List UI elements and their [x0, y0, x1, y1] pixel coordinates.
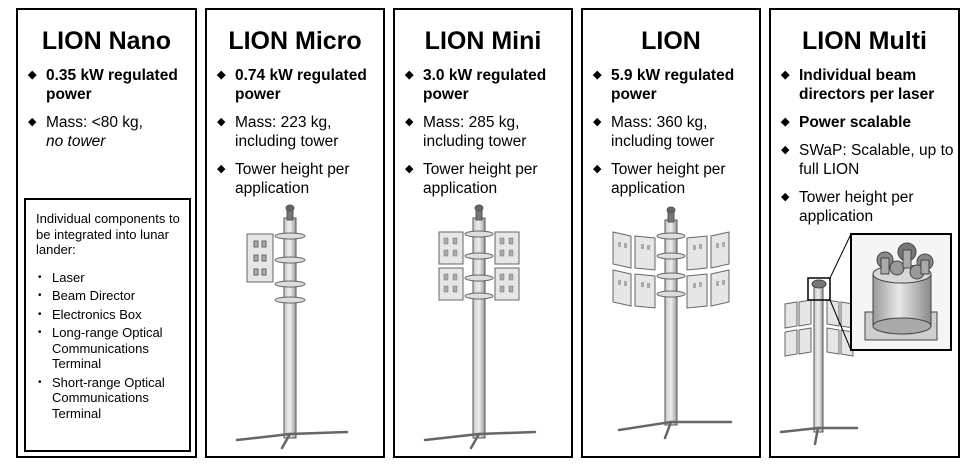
panel-lion: LION 5.9 kW regulated power Mass: 360 kg… — [581, 8, 761, 458]
panel-lion-multi: LION Multi Individual beam directors per… — [769, 8, 960, 458]
components-list: Laser Beam Director Electronics Box Long… — [36, 270, 181, 422]
spec-power: 3.0 kW regulated power — [405, 66, 567, 104]
panel-title: LION Mini — [424, 27, 542, 55]
spec-power: 5.9 kW regulated power — [593, 66, 755, 104]
spec-list: 5.9 kW regulated power Mass: 360 kg, inc… — [593, 66, 755, 207]
spec-power: 0.35 kW regulated power — [28, 66, 191, 104]
spec-list: 0.35 kW regulated power Mass: <80 kg, no … — [28, 66, 191, 160]
component-item: Long-range Optical Communications Termin… — [36, 325, 181, 372]
spec-mass: Mass: <80 kg, no tower — [28, 113, 191, 151]
component-item: Electronics Box — [36, 307, 181, 323]
spec-list: 0.74 kW regulated power Mass: 223 kg, in… — [217, 66, 379, 207]
spec-power-scalable: Power scalable — [781, 113, 954, 132]
panel-lion-mini: LION Mini 3.0 kW regulated power Mass: 2… — [393, 8, 573, 458]
panel-title: LION Multi — [802, 27, 927, 55]
tower-diagram-icon — [612, 206, 733, 440]
spec-tower: Tower height per application — [781, 188, 954, 226]
tower-diagram-icon — [423, 204, 537, 450]
spec-mass: Mass: 360 kg, including tower — [593, 113, 755, 151]
panel-title: LION — [641, 27, 701, 55]
spec-tower: Tower height per application — [593, 160, 755, 198]
spec-mass-note: no tower — [46, 133, 106, 150]
components-intro: Individual components to be integrated i… — [36, 211, 180, 257]
spec-tower: Tower height per application — [405, 160, 567, 198]
spec-beam-directors: Individual beam directors per laser — [781, 66, 954, 104]
spec-mass-text: Mass: <80 kg, — [46, 114, 143, 131]
spec-list: Individual beam directors per laser Powe… — [781, 66, 954, 235]
spec-swap: SWaP: Scalable, up to full LION — [781, 141, 954, 179]
tower-diagram-icon — [235, 204, 349, 450]
component-item: Beam Director — [36, 288, 181, 304]
component-item: Short-range Optical Communications Termi… — [36, 375, 181, 422]
panel-lion-micro: LION Micro 0.74 kW regulated power Mass:… — [205, 8, 385, 458]
spec-mass: Mass: 223 kg, including tower — [217, 113, 379, 151]
tower-with-inset-icon — [779, 233, 952, 446]
panel-title: LION Nano — [41, 27, 172, 55]
spec-power: 0.74 kW regulated power — [217, 66, 379, 104]
components-box: Individual components to be integrated i… — [24, 198, 191, 452]
spec-list: 3.0 kW regulated power Mass: 285 kg, inc… — [405, 66, 567, 207]
panel-lion-nano: LION Nano 0.35 kW regulated power Mass: … — [16, 8, 197, 458]
spec-mass: Mass: 285 kg, including tower — [405, 113, 567, 151]
panel-title: LION Micro — [228, 27, 362, 55]
spec-tower: Tower height per application — [217, 160, 379, 198]
component-item: Laser — [36, 270, 181, 286]
